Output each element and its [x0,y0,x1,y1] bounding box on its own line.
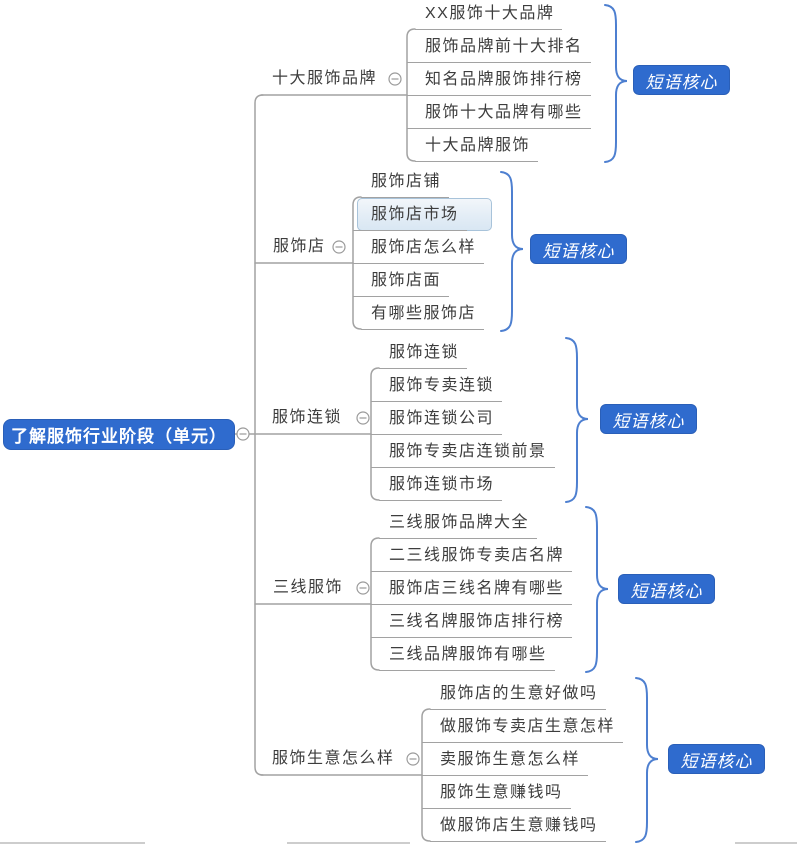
child-topic[interactable]: 服饰品牌前十大排名 [407,30,591,63]
collapse-toggle[interactable] [332,240,346,254]
child-topic[interactable]: 三线名牌服饰店排行榜 [371,605,573,638]
child-topic[interactable]: 二三线服饰专卖店名牌 [371,539,573,572]
scrollbar-track[interactable] [0,842,145,844]
child-topic[interactable]: 服饰店怎么样 [353,231,485,264]
scrollbar-track[interactable] [735,842,797,844]
child-topic[interactable]: 知名品牌服饰排行榜 [407,63,591,96]
collapse-toggle[interactable] [356,581,370,595]
tag-label[interactable]: 短语核心 [633,65,730,95]
child-topic[interactable]: 服饰连锁 [379,336,468,369]
branch-topic[interactable]: 服饰店 [273,238,326,255]
child-topic[interactable]: 做服饰专卖店生意怎样 [422,710,624,743]
collapse-toggle[interactable] [388,72,402,86]
child-topic[interactable]: 服饰连锁公司 [371,402,503,435]
child-topic[interactable]: 服饰店三线名牌有哪些 [371,572,573,605]
child-topic-selected[interactable]: 服饰店市场 [353,198,467,231]
child-topic[interactable]: XX服饰十大品牌 [415,0,563,30]
child-topic[interactable]: 服饰店铺 [361,165,450,198]
collapse-toggle[interactable] [356,411,370,425]
root-topic[interactable]: 了解服饰行业阶段（单元） [3,419,235,450]
child-topic[interactable]: 三线品牌服饰有哪些 [379,638,555,671]
collapse-toggle[interactable] [236,427,250,441]
tag-label[interactable]: 短语核心 [530,234,627,264]
child-topic[interactable]: 十大品牌服饰 [415,129,539,162]
child-topic[interactable]: 服饰生意赚钱吗 [422,776,571,809]
tag-label[interactable]: 短语核心 [668,744,765,774]
branch-topic[interactable]: 服饰连锁 [272,409,343,426]
collapse-toggle[interactable] [406,752,420,766]
child-topic[interactable]: 服饰十大品牌有哪些 [407,96,591,129]
branch-topic[interactable]: 十大服饰品牌 [272,70,378,87]
child-topic[interactable]: 做服饰店生意赚钱吗 [430,809,606,842]
branch-topic[interactable]: 三线服饰 [273,579,344,596]
tag-label[interactable]: 短语核心 [600,404,697,434]
child-topic[interactable]: 服饰店面 [353,264,450,297]
child-topic[interactable]: 服饰专卖连锁 [371,369,503,402]
tag-label[interactable]: 短语核心 [618,574,715,604]
child-topic[interactable]: 有哪些服饰店 [361,297,485,330]
child-topic[interactable]: 服饰专卖店连锁前景 [371,435,555,468]
branch-topic[interactable]: 服饰生意怎么样 [272,750,395,767]
child-topic[interactable]: 服饰连锁市场 [379,468,503,501]
child-topic[interactable]: 服饰店的生意好做吗 [430,677,606,710]
child-topic[interactable]: 三线服饰品牌大全 [379,506,538,539]
scrollbar-thumb[interactable] [287,842,410,844]
child-topic[interactable]: 卖服饰生意怎么样 [422,743,589,776]
